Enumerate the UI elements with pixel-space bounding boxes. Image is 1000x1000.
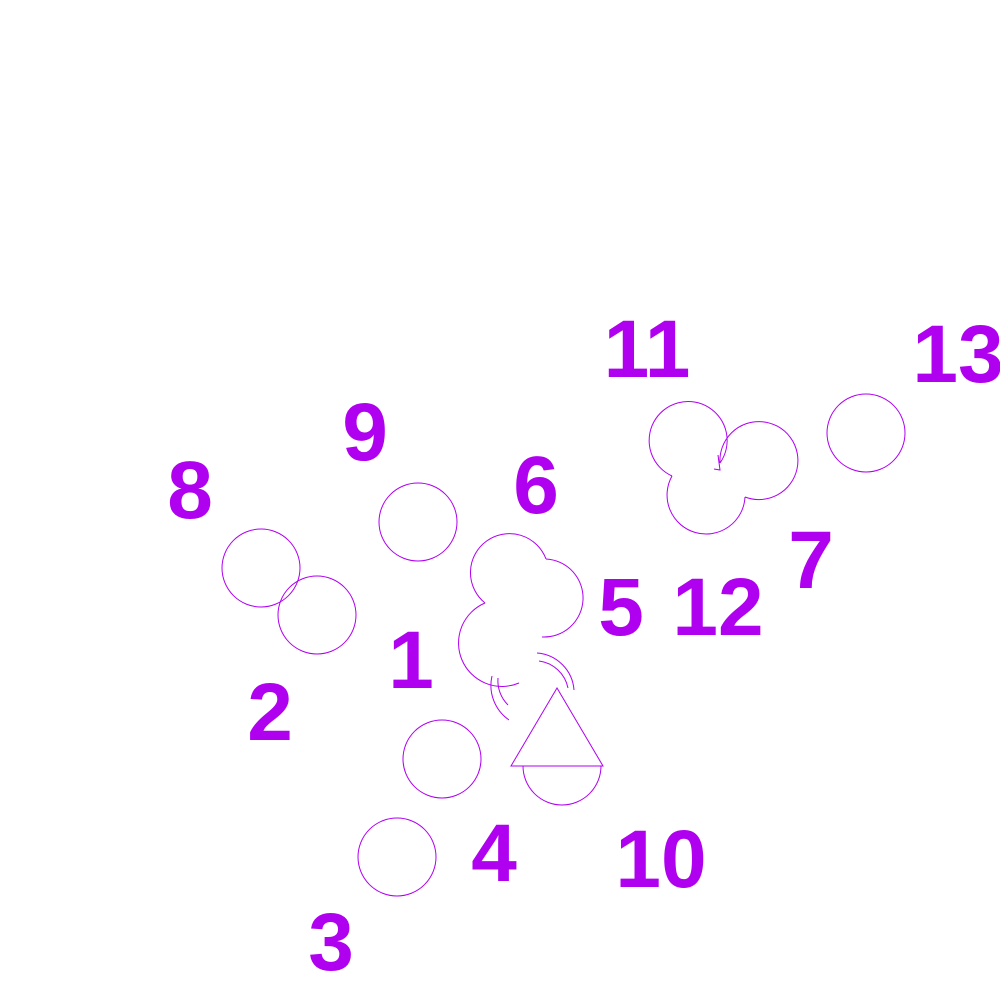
arc-notch [713,454,721,471]
arc-fragment-right-inner [538,660,569,689]
circle-shape-9 [378,482,458,562]
arc-shape-11 [648,401,728,477]
number-label-10: 10 [615,814,706,905]
circle-shape-1 [402,719,482,799]
circle-shape-13 [826,393,906,473]
arc-fragment-inner [497,677,509,706]
circle-shape-8 [221,528,301,608]
number-label-7: 7 [788,515,834,606]
arc-fragment-left [490,675,510,721]
number-label-9: 9 [342,387,388,478]
number-label-2: 2 [247,667,293,758]
number-label-8: 8 [167,445,213,536]
arc-shape-10 [522,765,602,806]
number-label-12: 12 [672,562,763,653]
number-label-1: 1 [388,615,434,706]
number-label-3: 3 [308,897,354,988]
number-label-11: 11 [604,304,691,395]
arc-shape-12 [666,475,746,535]
arc-shape-4 [458,602,520,687]
circle-shape-2 [277,575,357,655]
arc-shape-5 [541,558,584,638]
arc-shape-6 [469,533,547,604]
arc-fragment-right [536,652,575,691]
triangle-shape [510,687,604,767]
number-label-5: 5 [598,562,644,653]
number-label-13: 13 [912,309,1000,400]
number-label-4: 4 [471,808,517,899]
arc-shape-7 [719,421,799,501]
circle-shape-3 [357,817,437,897]
number-label-6: 6 [513,440,559,531]
shape-layer [221,393,906,897]
